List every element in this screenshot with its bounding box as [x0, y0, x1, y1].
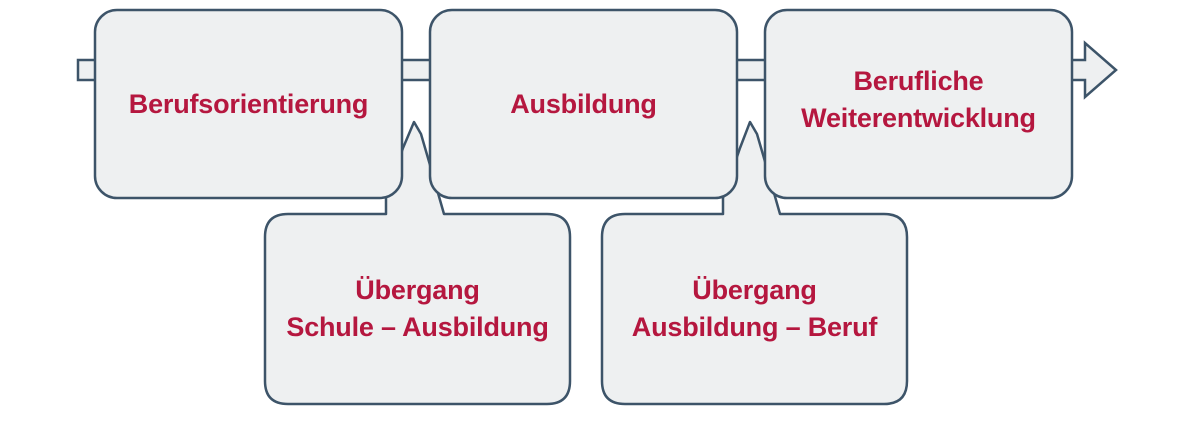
- transition-label-school-training: Übergang Schule – Ausbildung: [265, 214, 570, 404]
- stage-box-training: [428, 8, 739, 200]
- transition-label-line: Übergang: [692, 275, 817, 305]
- stage-label-line: Berufliche: [853, 66, 984, 96]
- stage-label-line: Berufsorientierung: [128, 88, 369, 119]
- transition-label-training-career: Übergang Ausbildung – Beruf: [602, 214, 907, 404]
- transition-label-line: Ausbildung – Beruf: [631, 312, 878, 342]
- transition-label-line: Übergang: [355, 275, 480, 305]
- stage-box-career-orientation: [93, 8, 404, 200]
- stage-label-line: Ausbildung: [510, 88, 657, 119]
- stage-label-career-orientation: Berufsorientierung: [95, 10, 402, 198]
- stage-label-line: Weiterentwicklung: [801, 103, 1036, 133]
- stage-label-training: Ausbildung: [430, 10, 737, 198]
- transition-box-school-training: [263, 120, 572, 406]
- transition-label-line: Schule – Ausbildung: [286, 312, 549, 342]
- stage-label-further-development: Berufliche Weiterentwicklung: [765, 6, 1072, 194]
- transition-box-training-career: [600, 120, 909, 406]
- stage-box-further-development: [763, 8, 1074, 200]
